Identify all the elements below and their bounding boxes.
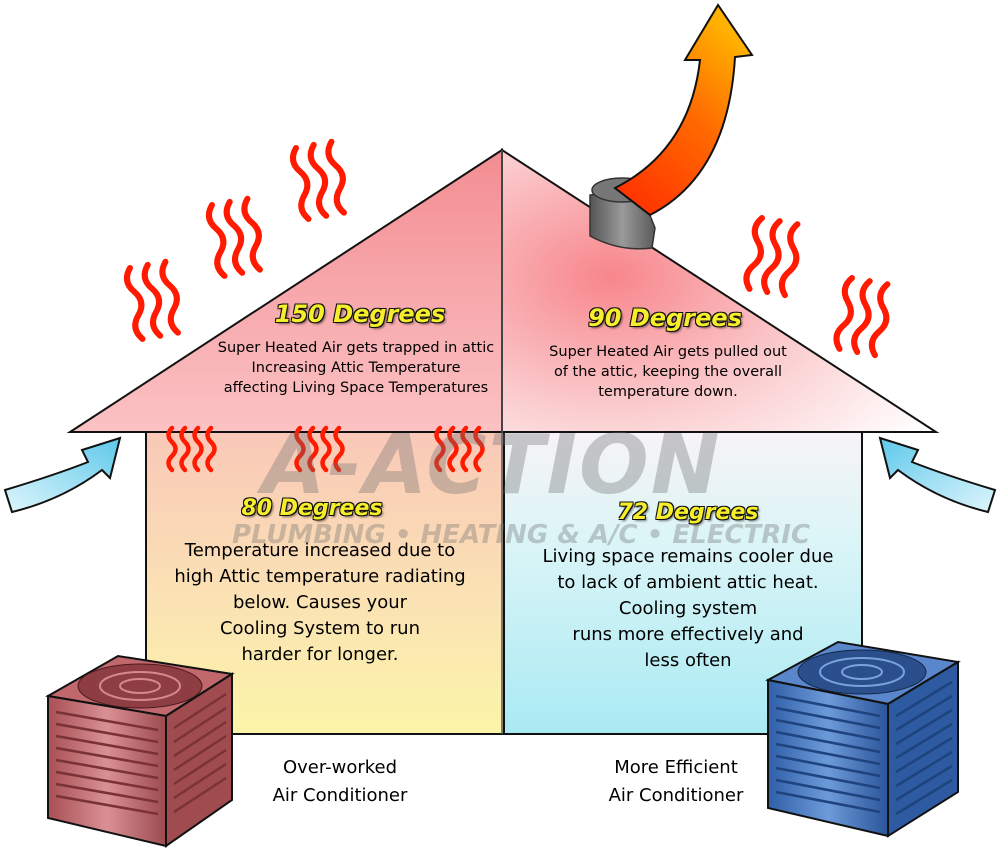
left-intake-arrow-icon bbox=[3, 436, 122, 514]
left-ac-label: Over-worked Air Conditioner bbox=[272, 757, 408, 806]
watermark-tagline: PLUMBING • HEATING & A/C • ELECTRIC bbox=[232, 520, 811, 550]
right-ac-label: More Efficient Air Conditioner bbox=[608, 757, 744, 806]
right-room-temperature: 72 Degrees bbox=[617, 500, 759, 525]
left-air-conditioner-icon bbox=[45, 654, 235, 848]
heat-waves-icon bbox=[125, 261, 183, 340]
left-attic-description: Super Heated Air gets trapped in attic I… bbox=[217, 340, 495, 396]
right-room-description: Living space remains cooler due to lack … bbox=[542, 546, 834, 671]
heat-waves-icon bbox=[835, 277, 893, 356]
exhaust-arrow-icon bbox=[613, 3, 754, 217]
heat-waves-icon bbox=[291, 141, 349, 220]
watermark-brand: A-ACTION bbox=[262, 418, 722, 513]
left-room-temperature: 80 Degrees bbox=[241, 496, 383, 521]
heat-waves-icon bbox=[745, 217, 803, 296]
right-intake-arrow-icon bbox=[878, 436, 997, 514]
right-attic-temperature: 90 Degrees bbox=[588, 304, 742, 332]
right-attic-description: Super Heated Air gets pulled out of the … bbox=[549, 344, 787, 400]
left-room-description: Temperature increased due to high Attic … bbox=[174, 540, 466, 665]
right-air-conditioner-icon bbox=[765, 640, 961, 838]
left-attic-temperature: 150 Degrees bbox=[274, 300, 446, 328]
heat-waves-icon bbox=[207, 198, 265, 277]
